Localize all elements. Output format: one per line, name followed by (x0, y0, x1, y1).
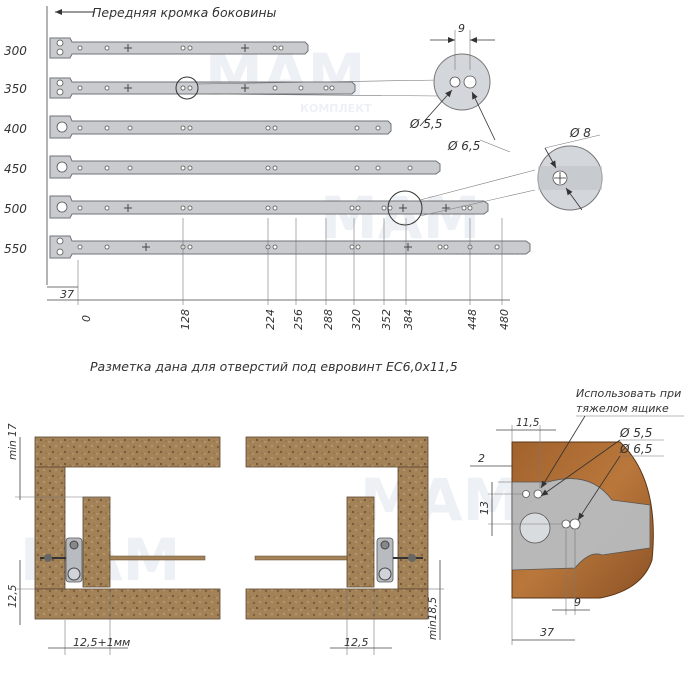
caption: Разметка дана для отверстий под евровинт… (90, 359, 458, 374)
rail-550 (49, 235, 531, 259)
x-tick-lines (77, 218, 503, 305)
detail-a-width: 9 (458, 22, 465, 35)
dim-side-left: 12,5 (7, 584, 19, 608)
rail-450 (49, 155, 441, 179)
x-tick-label-256: 256 (292, 309, 305, 330)
length-label-350: 350 (4, 82, 27, 96)
dim-9: 9 (574, 596, 581, 609)
detail-a: 9 Ø 5,5 Ø 6,5 (197, 22, 511, 153)
heavy-drawer-note-line2: тяжелом ящике (576, 402, 669, 415)
dim-11-5: 11,5 (516, 417, 540, 429)
detail-c-d1: Ø 5,5 (619, 426, 652, 440)
x-tick-label-384: 384 (402, 309, 415, 330)
detail-b: Ø 8 (419, 126, 603, 217)
dim-top-left: min 17 (7, 423, 19, 460)
x-tick-label-448: 448 (466, 309, 479, 330)
detail-c-d2: Ø 6,5 (619, 442, 652, 456)
watermark-sub-top: КОМПЛЕКТ (300, 102, 372, 115)
length-label-300: 300 (4, 44, 27, 58)
gap-left-label: 12,5+1мм (73, 636, 130, 649)
dim-2: 2 (478, 452, 485, 465)
detail-a-d2: Ø 6,5 (447, 139, 480, 153)
watermark-brand-bottom-right: MAM (360, 466, 520, 534)
gap-right-label: 12,5 (344, 636, 369, 649)
front-edge-label: Передняя кромка боковины (92, 5, 277, 20)
x-tick-label-128: 128 (179, 309, 192, 330)
length-label-450: 450 (4, 162, 27, 176)
x-tick-label-288: 288 (322, 309, 335, 330)
side-panel-detail: Использовать при тяжелом ящике 11,5 Ø 5,… (470, 387, 684, 645)
x-tick-label-352: 352 (380, 309, 393, 330)
offset-label: 37 (60, 288, 74, 301)
drawer-section: min 17 12,5 min18,5 12,5+1мм 12,5 (7, 423, 444, 655)
dim-13: 13 (478, 501, 491, 515)
x-tick-label-224: 224 (264, 309, 277, 330)
rail-400 (49, 115, 392, 139)
rail-500 (49, 190, 489, 226)
rail-350 (49, 76, 356, 100)
x-tick-label-320: 320 (350, 309, 363, 330)
length-label-400: 400 (4, 122, 27, 136)
detail-a-d1: Ø 5,5 (409, 117, 442, 131)
dim-bottom-right: min18,5 (427, 597, 439, 640)
rails-panel: Передняя кромка боковины 300 350 400 450… (4, 5, 531, 330)
length-label-500: 500 (4, 202, 27, 216)
heavy-drawer-note-line1: Использовать при (576, 387, 681, 400)
x-tick-label-480: 480 (498, 309, 511, 330)
length-label-550: 550 (4, 242, 27, 256)
detail-b-d: Ø 8 (569, 126, 591, 140)
rail-300 (49, 37, 309, 59)
dim-37: 37 (540, 626, 554, 639)
x-tick-label-0: 0 (80, 315, 93, 322)
